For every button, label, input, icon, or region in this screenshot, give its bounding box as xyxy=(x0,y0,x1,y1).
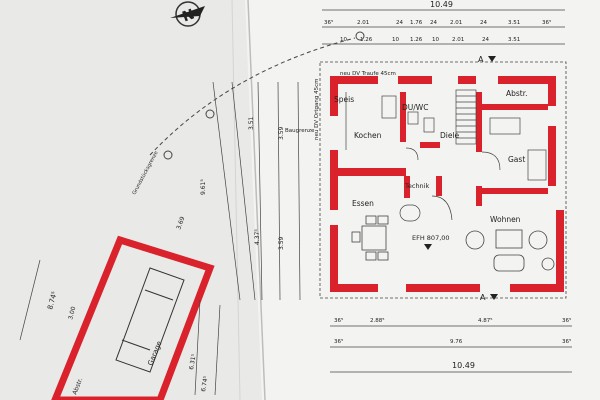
dim-label: 24 xyxy=(396,20,403,26)
dim-garage-labels: 6.74⁵ 3.69 6.31⁵ 3.00 xyxy=(67,216,210,393)
dim-label: 2.01 xyxy=(452,37,464,43)
section-label-top: A xyxy=(478,55,484,64)
stairs xyxy=(455,89,477,145)
dim-label: 36⁵ xyxy=(562,338,571,345)
room-labels: Speis DU/WC Abstr. Kochen Diele Gast Tec… xyxy=(334,89,528,224)
north-label: N xyxy=(180,6,196,25)
dim-label: 36⁵ xyxy=(334,317,343,324)
dim-label: 24 xyxy=(482,37,489,43)
room-kochen: Kochen xyxy=(354,131,382,140)
dim-label: 2.88⁵ xyxy=(370,317,384,324)
dim-label: 6.74⁵ xyxy=(200,375,210,392)
dim-label: 36⁵ xyxy=(334,338,343,345)
dim-label: 1.26 xyxy=(360,37,373,43)
dim-label: 36⁵ xyxy=(542,19,551,26)
top-dimension-lines xyxy=(322,9,565,45)
dim-label: 3.59 xyxy=(278,236,285,250)
paper-fold xyxy=(247,0,266,400)
living-set xyxy=(465,229,555,272)
roof-outline xyxy=(319,61,567,299)
dim-label: 9.61⁵ xyxy=(200,179,207,195)
room-wohnen: Wohnen xyxy=(490,215,521,224)
dim-label: 3.51 xyxy=(508,20,520,26)
car-icon xyxy=(115,267,185,373)
dim-top-row-1: 36⁵ 2.01 24 1.76 24 2.01 24 3.51 36⁵ xyxy=(324,19,551,26)
dim-label: 3.69 xyxy=(175,216,186,231)
survey-point xyxy=(205,109,215,119)
dim-label: 4.87⁵ xyxy=(478,317,492,324)
dim-top-total: 10.49 xyxy=(430,0,453,9)
dim-label: 10 xyxy=(340,37,347,43)
garage-walls xyxy=(51,235,215,400)
garage-dimension-lines xyxy=(19,259,221,396)
dim-bottom-labels: 36⁵ 2.88⁵ 4.87⁵ 36⁵ 36⁵ 9.76 36⁵ xyxy=(334,317,571,345)
survey-point xyxy=(163,150,173,160)
fixtures xyxy=(345,92,547,222)
section-arrow-icon xyxy=(488,56,496,62)
dim-label: 4.37⁵ xyxy=(254,229,261,245)
dim-label: 3.59 xyxy=(278,126,285,140)
room-abstr-top: Abstr. xyxy=(506,89,528,98)
dim-label: 2.01 xyxy=(450,20,462,26)
paper-right xyxy=(245,0,600,400)
room-duwc: DU/WC xyxy=(402,103,428,112)
door-swings xyxy=(405,147,501,221)
level-marker: EFH 807,00 xyxy=(412,234,450,242)
dim-label: 36⁵ xyxy=(562,317,571,324)
dim-label: 10 xyxy=(432,37,439,43)
dim-label: 2.01 xyxy=(357,20,369,26)
dim-label: 3.00 xyxy=(67,306,77,321)
dim-label: 24 xyxy=(430,20,437,26)
dim-label: 3.51 xyxy=(248,116,255,130)
section-label-bottom: A xyxy=(480,293,486,302)
survey-point xyxy=(355,31,365,41)
level-triangle-icon xyxy=(424,244,432,250)
note-ortgang: neu DV Ortgang 45cm xyxy=(314,79,320,140)
room-technik: Technik xyxy=(404,182,429,190)
property-line xyxy=(149,37,356,156)
left-dimension-lines xyxy=(212,81,301,301)
note-trauf: neu DV Traufe 45cm xyxy=(340,71,396,77)
room-speis: Speis xyxy=(334,95,354,104)
interior-walls xyxy=(338,92,548,206)
dim-label: 6.31⁵ xyxy=(188,353,198,370)
dim-label: 1.26 xyxy=(410,37,423,43)
note-baugrenze: Baugrenze xyxy=(285,128,315,134)
room-essen: Essen xyxy=(352,199,374,208)
dim-label: 3.51 xyxy=(508,37,520,43)
room-diele: Diele xyxy=(440,131,460,140)
dim-top-row-2: 10 1.26 10 1.26 10 2.01 24 3.51 xyxy=(340,37,520,43)
dim-label: 10 xyxy=(392,37,399,43)
dim-label: 9.76 xyxy=(450,339,463,345)
dim-bottom-total: 10.49 xyxy=(452,361,475,370)
north-arrow-icon xyxy=(170,1,205,27)
dim-label: 1.76 xyxy=(410,20,423,26)
dim-label: 36⁵ xyxy=(324,19,333,26)
dining-set xyxy=(351,215,389,261)
exterior-walls xyxy=(330,76,564,292)
bottom-dimension-lines xyxy=(330,325,572,373)
dim-label: 24 xyxy=(480,20,487,26)
section-arrow-icon xyxy=(490,294,498,300)
room-gast: Gast xyxy=(508,155,525,164)
paper-crease xyxy=(231,0,241,400)
